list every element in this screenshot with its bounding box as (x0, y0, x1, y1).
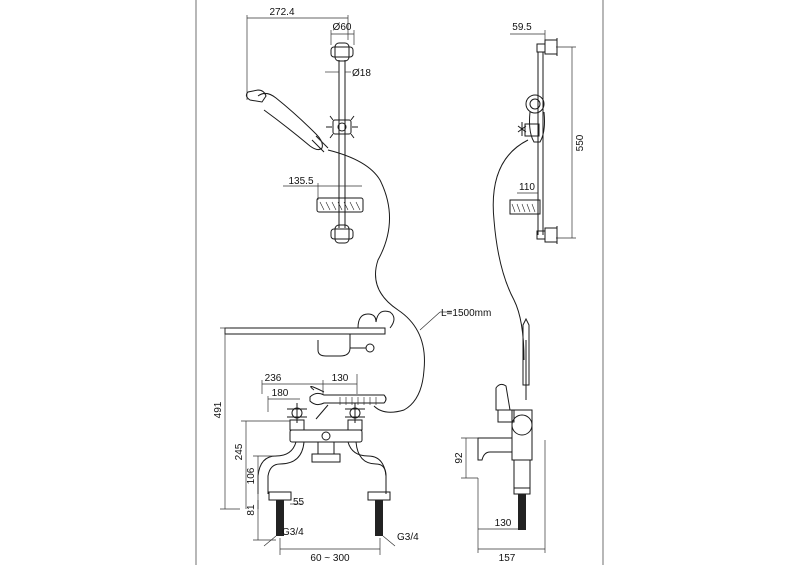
front-rail-kit (245, 15, 425, 413)
right-cross-handle (345, 403, 365, 431)
side-rail-kit (492, 30, 576, 361)
dim-side-soap-dish: 110 (519, 182, 535, 193)
dim-soap-dish-width: 135.5 (288, 176, 313, 187)
dim-thread-left: G3/4 (282, 527, 304, 538)
dim-side-total-depth: 157 (499, 553, 516, 564)
dim-top-width: 272.4 (269, 7, 294, 18)
dim-leg-height: 106 (246, 467, 257, 484)
dim-rail-length: 550 (575, 134, 586, 151)
dim-tail-height: 81 (246, 504, 257, 516)
left-cross-handle (287, 403, 307, 431)
dim-spout-reach: 236 (265, 373, 282, 384)
dim-side-projection: 130 (495, 518, 512, 529)
dim-hose-length: L=1500mm (441, 308, 491, 319)
dim-cradle-offset: 130 (332, 373, 349, 384)
dim-bracket-dia: Ø60 (333, 22, 352, 33)
side-bath-filler (461, 317, 546, 553)
dim-side-spout-height: 92 (454, 452, 465, 464)
dim-side-bracket: 59.5 (512, 22, 532, 33)
dim-centres: 60 ~ 300 (310, 553, 350, 564)
dim-total-height: 491 (213, 401, 224, 418)
dim-rail-dia: Ø18 (352, 68, 371, 79)
front-bath-filler (220, 310, 452, 555)
dim-body-height: 245 (234, 443, 245, 460)
dim-tail-spacing: 55 (293, 497, 305, 508)
dim-thread-right: G3/4 (397, 532, 419, 543)
dim-handle-width: 180 (272, 388, 289, 399)
